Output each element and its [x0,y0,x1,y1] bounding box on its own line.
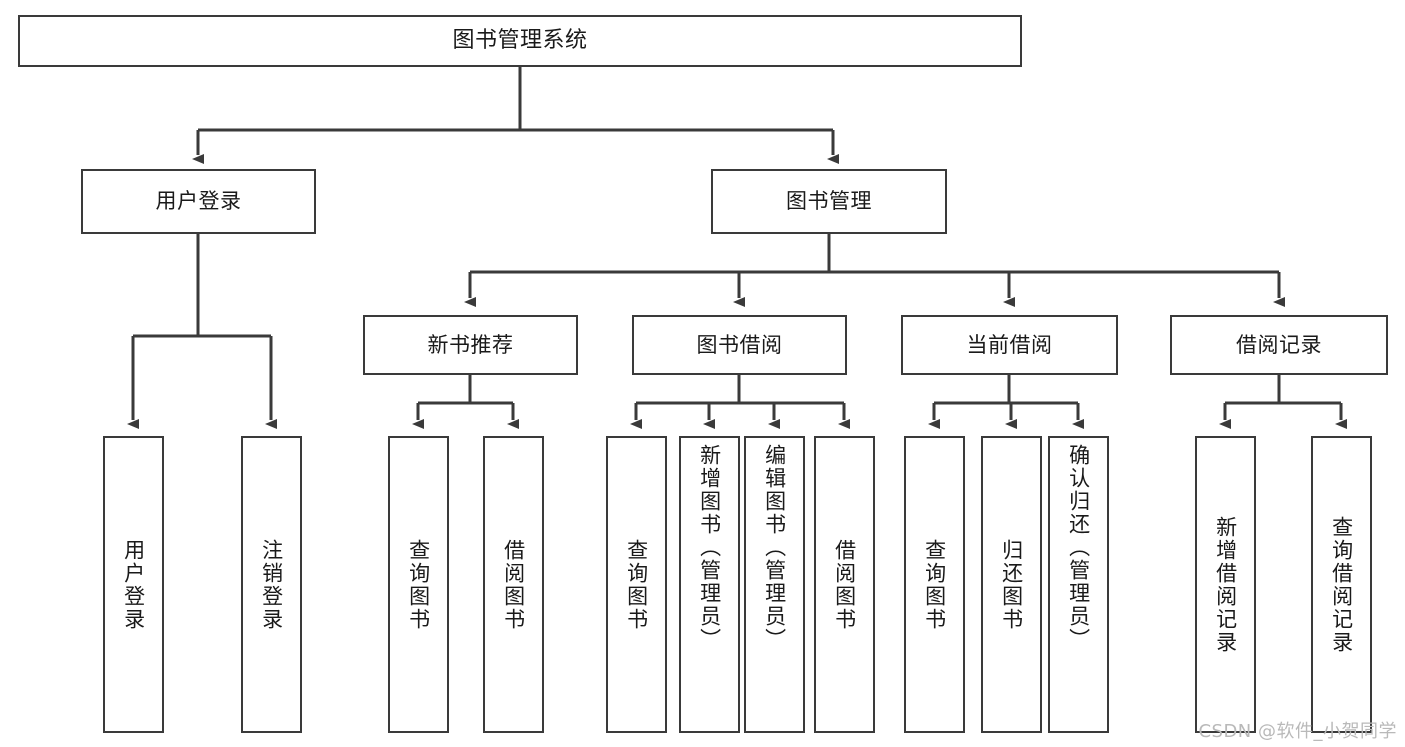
node-root[interactable]: 图书管理系统 [18,15,1022,67]
watermark: CSDN @软件_小贺同学 [1198,721,1397,742]
leaf-query-book-borrow[interactable]: 查询图书 [606,436,667,733]
leaf-query-book-current-label: 查询图书 [922,538,947,631]
node-new-book-recommend-label: 新书推荐 [427,332,514,357]
node-book-borrow-label: 图书借阅 [696,332,783,357]
leaf-user-login-label: 用户登录 [121,538,146,631]
node-new-book-recommend[interactable]: 新书推荐 [363,315,578,375]
node-book-management[interactable]: 图书管理 [711,169,947,234]
node-user-login-label: 用户登录 [155,189,242,214]
leaf-edit-book-admin[interactable]: 编辑图书（管理员） [744,436,805,733]
leaf-query-borrow-record[interactable]: 查询借阅记录 [1311,436,1372,733]
leaf-borrow-book-recommend-label: 借阅图书 [501,538,526,631]
leaf-logout-label: 注销登录 [259,538,284,631]
leaf-add-borrow-record-label: 新增借阅记录 [1213,515,1238,654]
leaf-add-book-admin-label: 新增图书（管理员） [697,444,722,651]
leaf-add-borrow-record[interactable]: 新增借阅记录 [1195,436,1256,733]
leaf-user-login[interactable]: 用户登录 [103,436,164,733]
node-root-label: 图书管理系统 [452,28,588,54]
leaf-add-book-admin[interactable]: 新增图书（管理员） [679,436,740,733]
leaf-confirm-return-admin-label: 确认归还（管理员） [1066,444,1091,651]
leaf-confirm-return-admin[interactable]: 确认归还（管理员） [1048,436,1109,733]
node-book-borrow[interactable]: 图书借阅 [632,315,847,375]
leaf-return-book[interactable]: 归还图书 [981,436,1042,733]
node-current-borrow[interactable]: 当前借阅 [901,315,1118,375]
leaf-query-borrow-record-label: 查询借阅记录 [1329,515,1354,654]
leaf-query-book-recommend-label: 查询图书 [406,538,431,631]
leaf-return-book-label: 归还图书 [999,538,1024,631]
node-current-borrow-label: 当前借阅 [966,332,1053,357]
node-borrow-record[interactable]: 借阅记录 [1170,315,1388,375]
node-borrow-record-label: 借阅记录 [1236,332,1322,357]
leaf-query-book-current[interactable]: 查询图书 [904,436,965,733]
leaf-query-book-borrow-label: 查询图书 [624,538,649,631]
leaf-logout[interactable]: 注销登录 [241,436,302,733]
node-user-login[interactable]: 用户登录 [81,169,316,234]
leaf-borrow-book-recommend[interactable]: 借阅图书 [483,436,544,733]
leaf-query-book-recommend[interactable]: 查询图书 [388,436,449,733]
node-book-management-label: 图书管理 [786,189,872,214]
leaf-edit-book-admin-label: 编辑图书（管理员） [762,444,787,651]
leaf-borrow-book[interactable]: 借阅图书 [814,436,875,733]
leaf-borrow-book-label: 借阅图书 [832,538,857,631]
